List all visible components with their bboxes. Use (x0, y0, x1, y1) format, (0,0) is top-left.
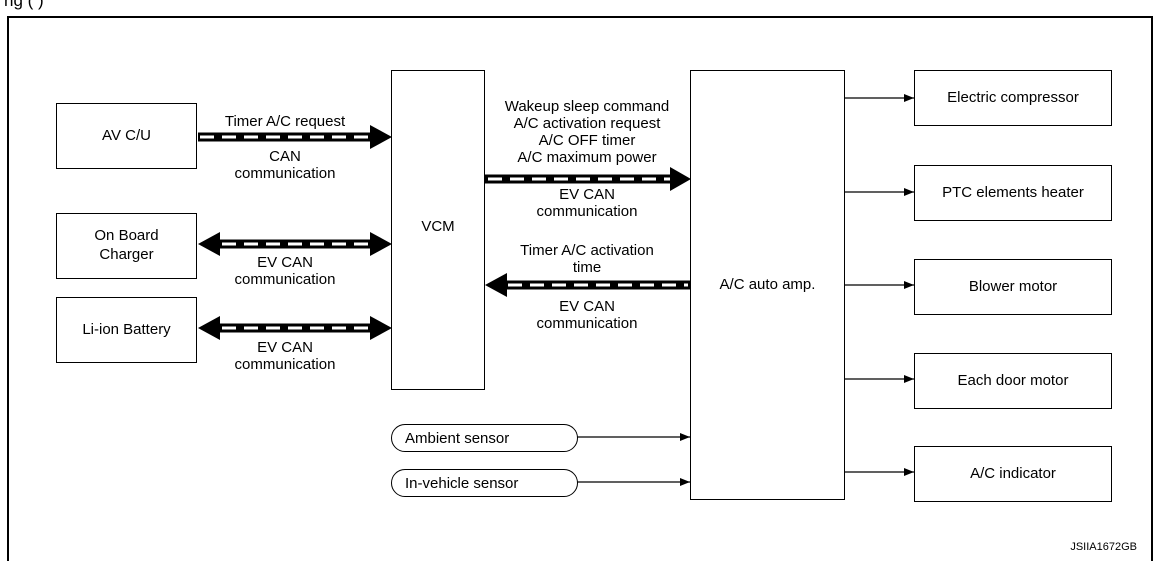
vcm-to-amp-top-label: Wakeup sleep command A/C activation requ… (504, 98, 670, 166)
door-motor-label: Each door motor (957, 371, 1069, 389)
sensor-arrows (577, 433, 690, 486)
ptc-heater-block: PTC elements heater (914, 165, 1112, 221)
li-ion-battery-block: Li-ion Battery (56, 297, 197, 363)
amp-to-vcm-top-label: Timer A/C activation time (520, 242, 654, 276)
on-board-charger-label-line2: Charger (99, 246, 154, 263)
in-vehicle-sensor-label: In-vehicle sensor (405, 474, 519, 492)
av-link-bottom-label: CAN communication (234, 148, 336, 182)
vcm-to-amp-bottom-label: EV CAN communication (536, 186, 638, 220)
battery-link-bottom-label: EV CAN communication (234, 339, 336, 373)
li-ion-battery-label: Li-ion Battery (82, 320, 171, 338)
ac-auto-amp-block: A/C auto amp. (690, 70, 845, 500)
ac-auto-amp-label: A/C auto amp. (719, 276, 816, 293)
on-board-charger-block: On Board Charger (56, 213, 197, 279)
electric-compressor-label: Electric compressor (947, 88, 1079, 106)
ptc-heater-label: PTC elements heater (942, 183, 1084, 201)
ac-indicator-block: A/C indicator (914, 446, 1112, 502)
can-bus-amp-to-vcm (485, 273, 691, 297)
blower-motor-label: Blower motor (968, 277, 1058, 295)
output-arrows (845, 94, 914, 476)
can-bus-obc-vcm (198, 232, 392, 256)
vcm-block: VCM (391, 70, 485, 390)
ac-indicator-label: A/C indicator (970, 464, 1056, 482)
top-caption: ng ( ) (4, 0, 44, 10)
door-motor-block: Each door motor (914, 353, 1112, 409)
can-bus-battery-vcm (198, 316, 392, 340)
on-board-charger-label-line1: On Board (94, 227, 159, 245)
ambient-sensor-label: Ambient sensor (405, 429, 510, 447)
av-cu-block: AV C/U (56, 103, 197, 169)
can-bus-av-to-vcm (198, 125, 392, 149)
obc-link-bottom-label: EV CAN communication (234, 254, 336, 288)
in-vehicle-sensor-pill: In-vehicle sensor (391, 469, 578, 497)
amp-to-vcm-bottom-label: EV CAN communication (536, 298, 638, 332)
can-bus-vcm-to-amp (485, 167, 691, 191)
ambient-sensor-pill: Ambient sensor (391, 424, 578, 452)
blower-motor-block: Blower motor (914, 259, 1112, 315)
electric-compressor-block: Electric compressor (914, 70, 1112, 126)
av-cu-label: AV C/U (102, 126, 151, 144)
figure-code: JSIIA1672GB (1070, 541, 1137, 553)
vcm-label: VCM (421, 218, 455, 235)
diagram-frame (7, 16, 1153, 561)
av-link-top-label: Timer A/C request (224, 113, 346, 130)
